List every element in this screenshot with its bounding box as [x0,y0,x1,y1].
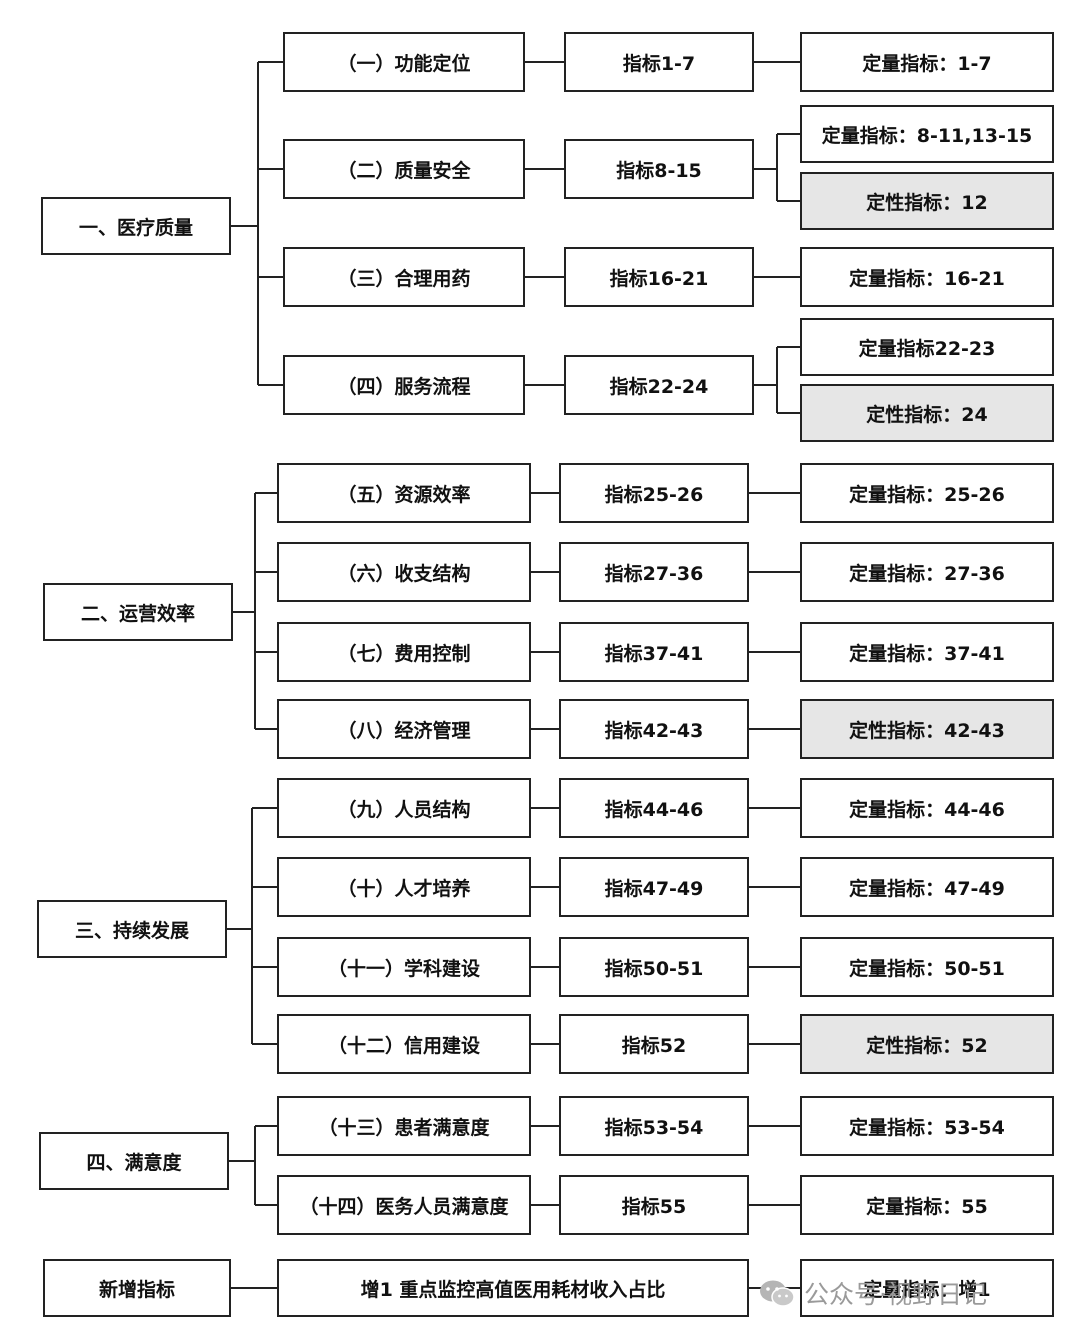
dimension-box: （十二）信用建设 [277,1014,531,1074]
category-box: 四、满意度 [39,1132,229,1190]
indicator-range-box: 指标52 [559,1014,749,1074]
quantitative-indicator-box: 定量指标：16-21 [800,247,1054,307]
indicator-range-box: 指标8-15 [564,139,754,199]
indicator-range-box: 指标50-51 [559,937,749,997]
dimension-box: （二）质量安全 [283,139,525,199]
quantitative-indicator-box: 定量指标：27-36 [800,542,1054,602]
watermark-text: 公众号·视野日记 [804,1280,987,1309]
added-category-box: 新增指标 [43,1259,231,1317]
category-box: 一、医疗质量 [41,197,231,255]
indicator-range-box: 指标22-24 [564,355,754,415]
dimension-box: （三）合理用药 [283,247,525,307]
indicator-range-box: 指标25-26 [559,463,749,523]
wechat-icon [760,1280,795,1307]
qualitative-indicator-box: 定性指标：42-43 [800,699,1054,759]
quantitative-indicator-box: 定量指标：37-41 [800,622,1054,682]
category-box: 二、运营效率 [43,583,233,641]
watermark: 公众号·视野日记 [758,1275,987,1311]
quantitative-indicator-box: 定量指标：增1 [800,1259,1054,1317]
dimension-box: （十一）学科建设 [277,937,531,997]
quantitative-indicator-box: 定量指标：47-49 [800,857,1054,917]
qualitative-indicator-box: 定性指标：24 [800,384,1054,442]
category-box: 三、持续发展 [37,900,227,958]
indicator-range-box: 指标53-54 [559,1096,749,1156]
quantitative-indicator-box: 定量指标22-23 [800,318,1054,376]
dimension-box: （九）人员结构 [277,778,531,838]
dimension-box: （四）服务流程 [283,355,525,415]
dimension-box: （六）收支结构 [277,542,531,602]
dimension-box: （十四）医务人员满意度 [277,1175,531,1235]
indicator-range-box: 指标1-7 [564,32,754,92]
indicator-range-box: 指标37-41 [559,622,749,682]
dimension-box: （五）资源效率 [277,463,531,523]
dimension-box: （十三）患者满意度 [277,1096,531,1156]
quantitative-indicator-box: 定量指标：53-54 [800,1096,1054,1156]
indicator-range-box: 指标16-21 [564,247,754,307]
qualitative-indicator-box: 定性指标：52 [800,1014,1054,1074]
indicator-range-box: 指标27-36 [559,542,749,602]
quantitative-indicator-box: 定量指标：1-7 [800,32,1054,92]
dimension-box: （七）费用控制 [277,622,531,682]
qualitative-indicator-box: 定性指标：12 [800,172,1054,230]
quantitative-indicator-box: 定量指标：8-11,13-15 [800,105,1054,163]
added-indicator-box: 增1 重点监控高值医用耗材收入占比 [277,1259,749,1317]
quantitative-indicator-box: 定量指标：55 [800,1175,1054,1235]
indicator-range-box: 指标44-46 [559,778,749,838]
quantitative-indicator-box: 定量指标：25-26 [800,463,1054,523]
dimension-box: （一）功能定位 [283,32,525,92]
quantitative-indicator-box: 定量指标：44-46 [800,778,1054,838]
quantitative-indicator-box: 定量指标：50-51 [800,937,1054,997]
indicator-range-box: 指标47-49 [559,857,749,917]
dimension-box: （八）经济管理 [277,699,531,759]
dimension-box: （十）人才培养 [277,857,531,917]
indicator-range-box: 指标42-43 [559,699,749,759]
indicator-range-box: 指标55 [559,1175,749,1235]
